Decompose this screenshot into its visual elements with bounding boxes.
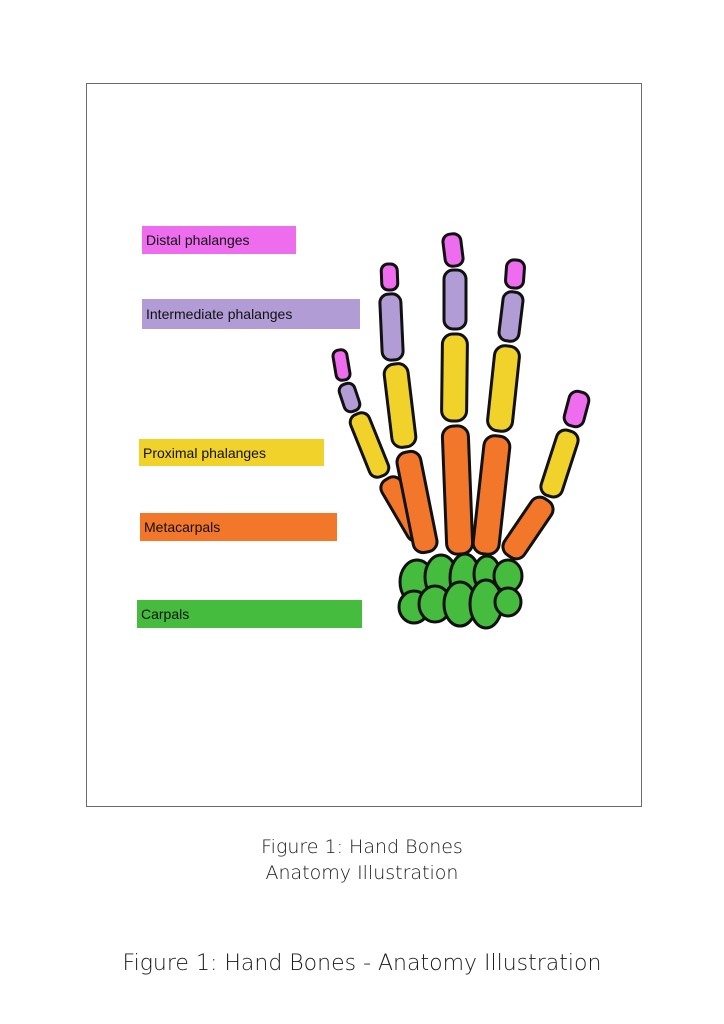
ring-intermediate-bone	[378, 292, 405, 362]
thumb-distal-bone	[562, 389, 591, 429]
caption-line-1: Figure 1: Hand Bones	[261, 836, 463, 858]
middle-intermediate-bone	[442, 268, 468, 331]
index-distal-bone	[504, 258, 526, 290]
index-intermediate-bone	[497, 290, 525, 343]
figure-frame: Distal phalanges Intermediate phalanges …	[86, 83, 642, 807]
hand-bones-illustration	[331, 232, 591, 630]
thumb-proximal-bone	[539, 428, 580, 499]
index-proximal-bone	[486, 344, 521, 433]
carpal-bone-10	[493, 586, 523, 618]
ring-metacarpals-bone	[395, 449, 439, 555]
middle-proximal-bone	[440, 332, 469, 423]
middle-distal-bone	[441, 232, 465, 268]
legend-label-intermediate-phalanges: Intermediate phalanges	[142, 299, 360, 329]
caption-line-2: Anatomy Illustration	[265, 862, 459, 884]
legend-label-metacarpals: Metacarpals	[140, 513, 337, 541]
legend-label-proximal-phalanges: Proximal phalanges	[139, 439, 324, 466]
little-intermediate-bone	[337, 381, 362, 414]
index-metacarpals-bone	[471, 434, 512, 556]
caption-full: Figure 1: Hand Bones - Anatomy Illustrat…	[122, 951, 602, 976]
ring-distal-bone	[379, 262, 400, 292]
thumb-metacarpals-bone	[501, 495, 555, 561]
little-proximal-bone	[348, 411, 391, 479]
little-distal-bone	[331, 348, 352, 382]
legend-label-carpals: Carpals	[137, 600, 362, 628]
middle-metacarpals-bone	[440, 424, 475, 556]
ring-proximal-bone	[382, 362, 418, 449]
legend-label-distal-phalanges: Distal phalanges	[142, 226, 296, 254]
